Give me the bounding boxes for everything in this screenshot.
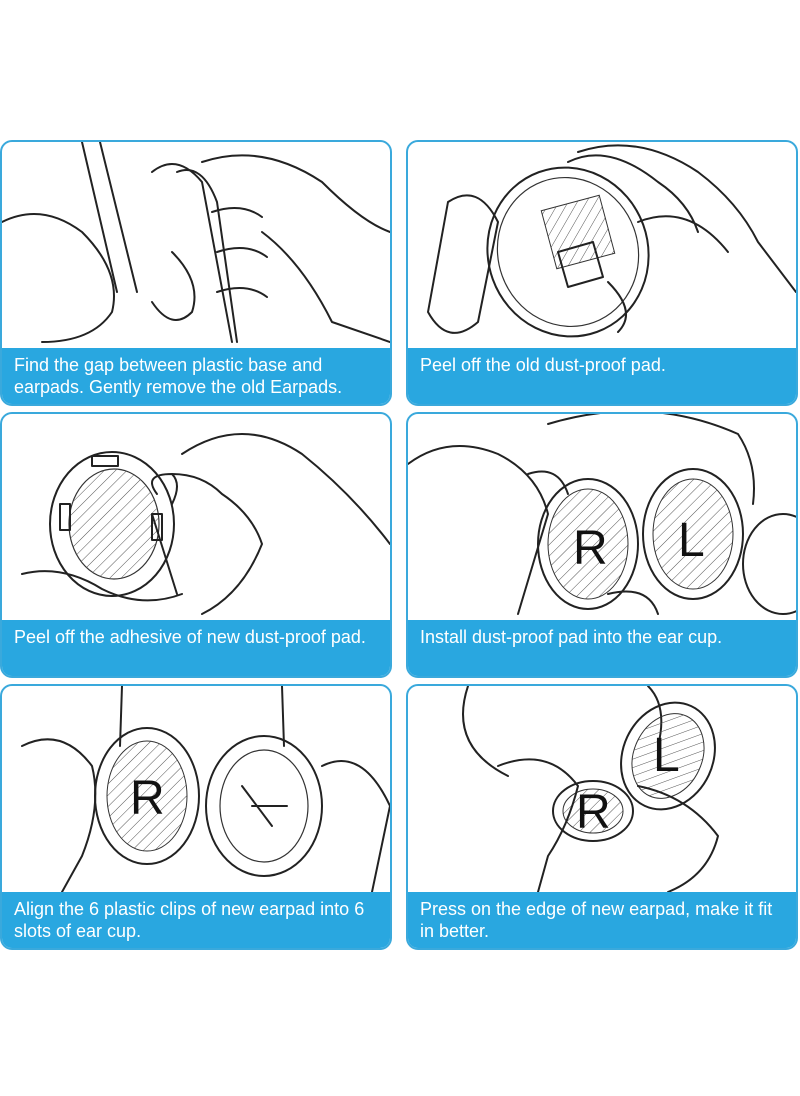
step-6-caption: Press on the edge of new earpad, make it… [408,892,796,948]
step-2-caption: Peel off the old dust-proof pad. [408,348,796,404]
step-2-illustration [408,142,796,348]
step-5-illustration: R [2,686,390,892]
step-1-illustration [2,142,390,348]
step-4-caption: Install dust-proof pad into the ear cup. [408,620,796,676]
step-4-panel: R L Install dust-proof pad into the ear … [406,412,798,678]
right-cup-letter: R [573,522,608,575]
step-4-illustration: R L [408,414,796,620]
step-3-caption: Peel off the adhesive of new dust-proof … [2,620,390,676]
left-cup-letter: L [678,514,705,567]
step-1-panel: Find the gap between plastic base and ea… [0,140,392,406]
step-1-caption: Find the gap between plastic base and ea… [2,348,390,404]
step-6-panel: L R Press on the edge of new earpad, mak… [406,684,798,950]
left-cup-letter-step6: L [653,729,680,782]
step-5-caption: Align the 6 plastic clips of new earpad … [2,892,390,948]
step-3-panel: Peel off the adhesive of new dust-proof … [0,412,392,678]
right-cup-letter-step5: R [130,772,165,825]
step-2-panel: Peel off the old dust-proof pad. [406,140,798,406]
step-5-panel: R Align the 6 plastic clips of new earpa… [0,684,392,950]
step-6-illustration: L R [408,686,796,892]
step-3-illustration [2,414,390,620]
right-cup-letter-step6: R [576,786,611,839]
